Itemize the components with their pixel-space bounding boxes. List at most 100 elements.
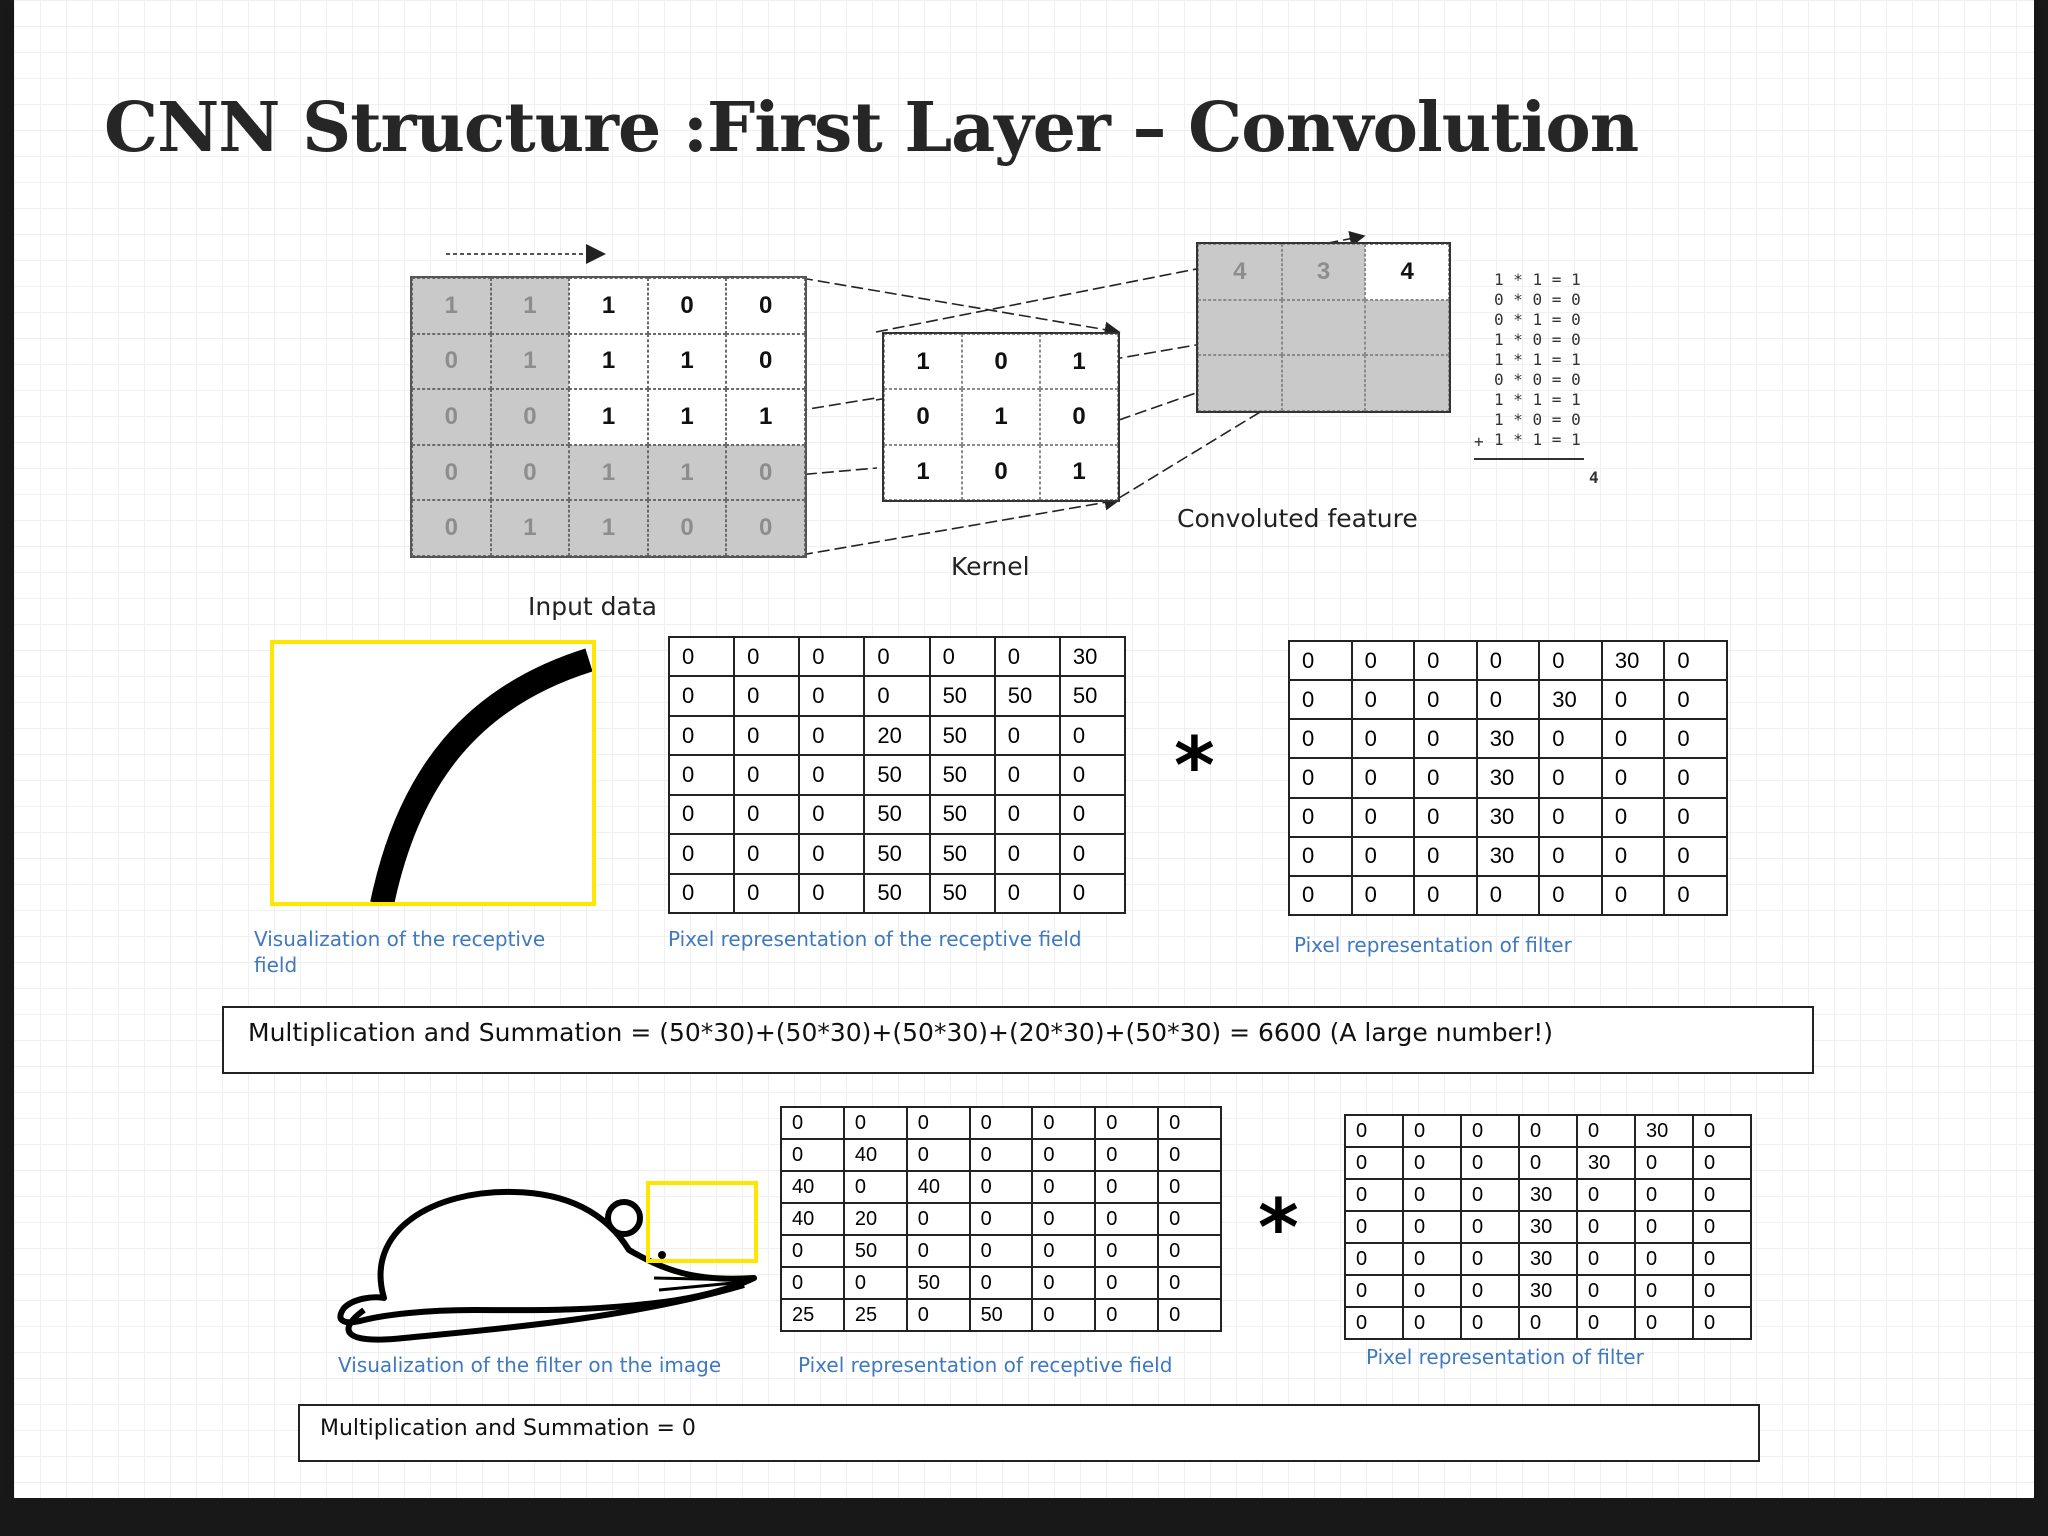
matrix-cell	[1198, 355, 1282, 411]
matrix-cell: 1	[569, 333, 648, 390]
matrix-cell: 0	[907, 1236, 971, 1268]
matrix-cell: 0	[1602, 759, 1666, 799]
matrix-cell: 0	[970, 1236, 1034, 1268]
matrix-cell: 0	[782, 1268, 845, 1300]
matrix-cell: 0	[1352, 720, 1416, 760]
matrix-cell: 1	[412, 278, 491, 334]
matrix-cell: 0	[726, 278, 805, 334]
receptive-matrix-caption: Pixel representation of the receptive fi…	[668, 927, 1082, 951]
matrix-cell: 1	[569, 500, 648, 556]
matrix-cell: 0	[1540, 798, 1603, 838]
matrix-cell: 0	[1033, 1236, 1097, 1268]
matrix-cell: 0	[1415, 681, 1478, 721]
matrix-cell: 0	[782, 1236, 845, 1268]
matrix-cell: 0	[1636, 1308, 1694, 1340]
matrix-cell: 0	[1096, 1236, 1160, 1268]
slide: CNN Structure :First Layer – Convolution	[14, 0, 2034, 1498]
matrix-cell: 50	[1060, 677, 1126, 717]
matrix-cell: 0	[1462, 1308, 1520, 1340]
filter-matrix-caption-2: Pixel representation of filter	[1366, 1345, 1644, 1369]
matrix-cell: 30	[1520, 1276, 1578, 1308]
matrix-cell: 0	[1636, 1180, 1694, 1212]
receptive-matrix-caption-2: Pixel representation of receptive field	[798, 1353, 1173, 1377]
matrix-cell: 0	[1346, 1148, 1404, 1180]
matrix-cell: 0	[907, 1204, 971, 1236]
matrix-cell: 0	[865, 638, 931, 678]
matrix-cell: 0	[1520, 1148, 1578, 1180]
matrix-cell: 0	[1694, 1276, 1752, 1308]
matrix-cell: 30	[1477, 837, 1541, 877]
receptive-field-box	[270, 640, 596, 907]
matrix-cell: 0	[884, 389, 962, 445]
matrix-cell: 0	[1578, 1276, 1636, 1308]
matrix-cell: 0	[670, 638, 736, 678]
matrix-cell: 50	[930, 756, 996, 796]
matrix-cell: 20	[865, 716, 931, 757]
matrix-cell: 0	[735, 835, 801, 875]
matrix-cell: 0	[907, 1140, 971, 1172]
matrix-cell: 0	[1096, 1204, 1160, 1236]
matrix-cell: 0	[1462, 1180, 1520, 1212]
matrix-cell: 0	[490, 444, 570, 501]
matrix-cell: 0	[1346, 1244, 1404, 1276]
matrix-cell: 0	[1694, 1116, 1752, 1148]
matrix-cell: 0	[930, 638, 996, 678]
matrix-cell: 0	[1578, 1244, 1636, 1276]
matrix-cell: 0	[1602, 798, 1666, 838]
kernel-label: Kernel	[951, 552, 1030, 581]
matrix-cell: 0	[1033, 1172, 1097, 1204]
matrix-cell: 0	[735, 677, 801, 717]
matrix-cell: 0	[1159, 1140, 1222, 1172]
matrix-cell: 30	[1520, 1212, 1578, 1244]
curve-image	[370, 648, 593, 907]
input-data-label: Input data	[528, 592, 657, 621]
matrix-cell: 1	[569, 278, 648, 334]
matrix-cell: 0	[1404, 1244, 1462, 1276]
matrix-cell: 50	[865, 835, 931, 875]
matrix-cell: 0	[735, 756, 801, 796]
matrix-cell: 0	[1602, 837, 1666, 877]
calculation-line: 1 * 0 = 0	[1494, 330, 1581, 349]
matrix-cell: 0	[1665, 720, 1728, 760]
convoluted-feature-label: Convoluted feature	[1177, 504, 1418, 533]
matrix-cell: 0	[1665, 798, 1728, 838]
matrix-cell: 30	[1060, 638, 1126, 678]
matrix-cell: 0	[1096, 1172, 1160, 1204]
matrix-cell: 0	[1540, 837, 1603, 877]
matrix-cell: 50	[930, 677, 996, 717]
matrix-cell: 1	[490, 500, 570, 556]
matrix-cell: 0	[1578, 1180, 1636, 1212]
matrix-cell: 0	[1415, 642, 1478, 682]
matrix-cell: 30	[1520, 1244, 1578, 1276]
matrix-cell: 0	[670, 835, 736, 875]
matrix-cell	[1198, 299, 1282, 356]
matrix-cell: 40	[782, 1172, 845, 1204]
matrix-cell: 0	[1033, 1140, 1097, 1172]
matrix-cell: 0	[1415, 876, 1478, 916]
matrix-cell: 0	[970, 1204, 1034, 1236]
matrix-cell: 0	[800, 677, 866, 717]
matrix-cell: 0	[1578, 1212, 1636, 1244]
matrix-cell: 0	[1290, 876, 1353, 916]
matrix-cell: 0	[995, 716, 1061, 757]
matrix-cell: 0	[1096, 1140, 1160, 1172]
matrix-cell: 0	[1578, 1116, 1636, 1148]
matrix-cell: 0	[800, 835, 866, 875]
matrix-cell: 0	[1404, 1276, 1462, 1308]
matrix-cell: 0	[1636, 1244, 1694, 1276]
matrix-cell: 0	[670, 677, 736, 717]
matrix-cell: 0	[1290, 642, 1353, 682]
matrix-cell: 40	[844, 1140, 908, 1172]
filter-highlight-box	[646, 1181, 758, 1263]
matrix-cell: 0	[1540, 759, 1603, 799]
matrix-cell: 0	[1290, 681, 1353, 721]
matrix-cell: 0	[1033, 1300, 1097, 1332]
matrix-cell: 1	[647, 333, 727, 390]
matrix-cell: 0	[962, 444, 1040, 500]
matrix-cell: 50	[930, 874, 996, 914]
matrix-cell: 0	[1404, 1212, 1462, 1244]
matrix-cell: 30	[1477, 798, 1541, 838]
matrix-cell: 0	[1694, 1308, 1752, 1340]
